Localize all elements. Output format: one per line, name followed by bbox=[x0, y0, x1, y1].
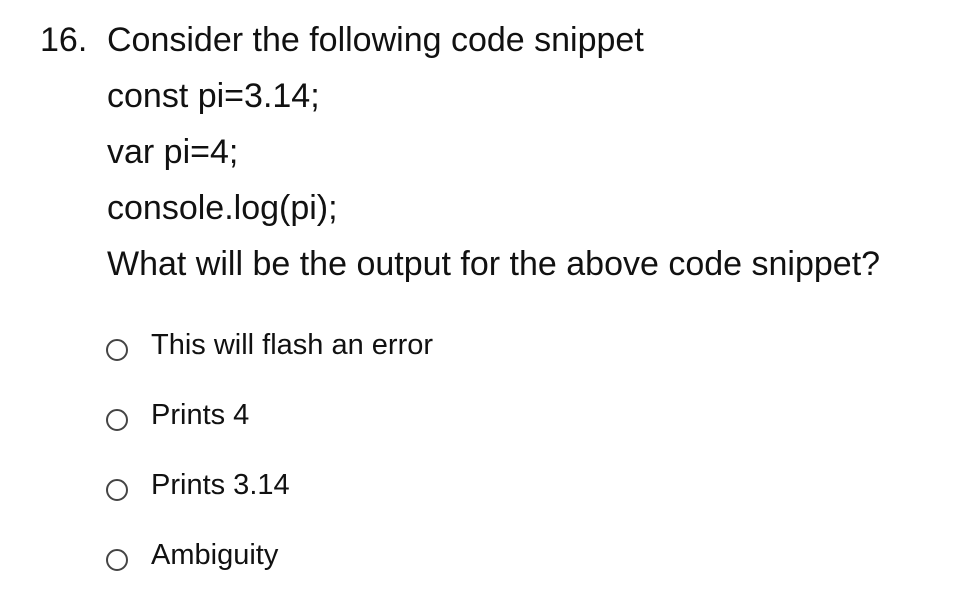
radio-button-icon[interactable] bbox=[106, 409, 128, 431]
option-prints-3-14[interactable]: Prints 3.14 bbox=[106, 465, 290, 505]
option-this-will-flash-an-error[interactable]: This will flash an error bbox=[106, 325, 433, 365]
option-label: Prints 3.14 bbox=[151, 469, 290, 501]
option-label: Ambiguity bbox=[151, 539, 279, 571]
question-number: 16. bbox=[40, 21, 88, 59]
option-label: This will flash an error bbox=[151, 329, 434, 361]
radio-button-icon[interactable] bbox=[106, 339, 128, 361]
radio-button-icon[interactable] bbox=[106, 479, 128, 501]
code-line: var pi=4; bbox=[107, 133, 239, 171]
option-prints-4[interactable]: Prints 4 bbox=[106, 395, 249, 435]
question-prompt: What will be the output for the above co… bbox=[107, 245, 881, 283]
question-title: Consider the following code snippet bbox=[107, 21, 644, 59]
code-line: const pi=3.14; bbox=[107, 77, 320, 115]
radio-button-icon[interactable] bbox=[106, 549, 128, 571]
option-label: Prints 4 bbox=[151, 399, 250, 431]
option-ambiguity[interactable]: Ambiguity bbox=[106, 535, 278, 575]
code-line: console.log(pi); bbox=[107, 189, 338, 227]
